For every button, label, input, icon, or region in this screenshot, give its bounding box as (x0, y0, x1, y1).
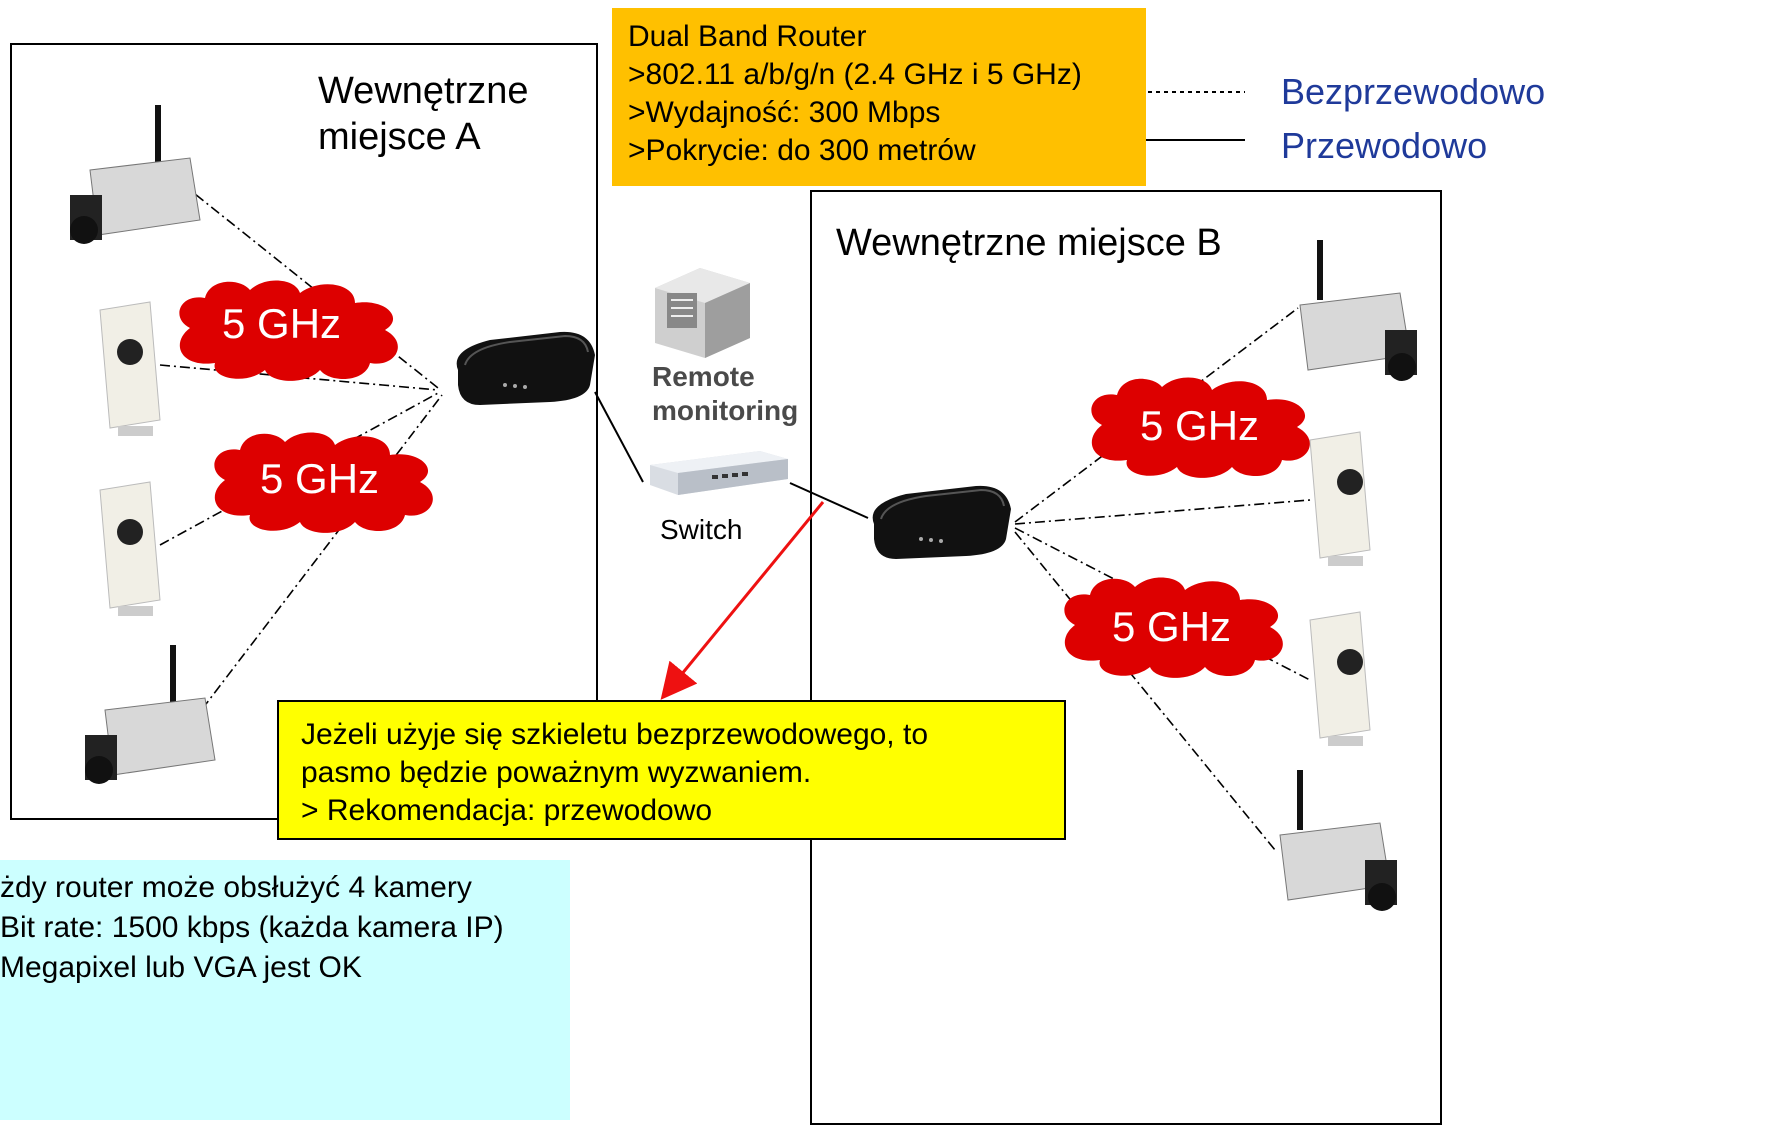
cloud-b-top-icon (1091, 377, 1310, 478)
notes-line-2: Bit rate: 1500 kbps (każda kamera IP) (0, 911, 504, 944)
camera-cube-a1-icon (99, 301, 161, 436)
camera-box-a1-icon (70, 105, 201, 244)
cloud-a-bottom-icon (214, 432, 433, 533)
cloud-b-top-label: 5 GHz (1140, 402, 1260, 449)
router-info-box: Dual Band Router >802.11 a/b/g/n (2.4 GH… (612, 8, 1146, 186)
cloud-b-bottom-icon (1064, 577, 1283, 678)
remote-monitoring-label: Remote monitoring (652, 360, 798, 428)
warning-line-2: pasmo będzie poważnym wyzwaniem. (301, 756, 812, 789)
cloud-a-top-label: 5 GHz (222, 300, 342, 347)
camera-box-b2-icon (1279, 770, 1397, 911)
site-a-label: Wewnętrzne miejsce A (318, 68, 529, 160)
notes-line-3: Megapixel lub VGA jest OK (0, 951, 362, 984)
camera-cube-b2-icon (1309, 611, 1371, 746)
router-info-line-3: >Wydajność: 300 Mbps (628, 96, 941, 129)
remote-monitoring-line-1: Remote (652, 361, 755, 392)
camera-cube-b1-icon (1309, 431, 1371, 566)
switch-icon (650, 451, 788, 495)
camera-box-a2-icon (85, 645, 216, 784)
router-info-line-4: >Pokrycie: do 300 metrów (628, 134, 976, 167)
wired-link-switch-router-b (789, 482, 869, 519)
router-a-icon (456, 331, 595, 405)
cloud-b-bottom-label: 5 GHz (1112, 603, 1232, 650)
warning-arrow (660, 501, 825, 700)
router-info-line-2: >802.11 a/b/g/n (2.4 GHz i 5 GHz) (628, 58, 1082, 91)
legend-wired-label: Przewodowo (1281, 125, 1488, 166)
router-b-icon (872, 485, 1011, 559)
legend-wireless-label: Bezprzewodowo (1281, 71, 1546, 112)
remote-monitoring-line-2: monitoring (652, 395, 799, 426)
notes-line-1: żdy router może obsłużyć 4 kamery (0, 871, 472, 904)
wired-link-router-a-switch (594, 391, 644, 483)
camera-cube-a2-icon (99, 481, 161, 616)
switch-label: Switch (660, 514, 743, 545)
cloud-a-bottom-label: 5 GHz (260, 455, 380, 502)
site-b-label: Wewnętrzne miejsce B (836, 222, 1222, 264)
router-info-line-1: Dual Band Router (628, 20, 867, 53)
warning-line-1: Jeżeli użyje się szkieletu bezprzewodowe… (301, 718, 928, 751)
remote-monitoring-icon (655, 268, 750, 358)
warning-line-3: > Rekomendacja: przewodowo (301, 794, 713, 827)
cloud-a-top-icon (179, 280, 398, 381)
notes-box: żdy router może obsłużyć 4 kamery Bit ra… (0, 860, 570, 1120)
camera-box-b1-icon (1299, 240, 1417, 381)
warning-box: Jeżeli użyje się szkieletu bezprzewodowe… (277, 700, 1066, 840)
site-a-label-line-2: miejsce A (318, 116, 481, 158)
site-a-label-line-1: Wewnętrzne (318, 70, 529, 112)
